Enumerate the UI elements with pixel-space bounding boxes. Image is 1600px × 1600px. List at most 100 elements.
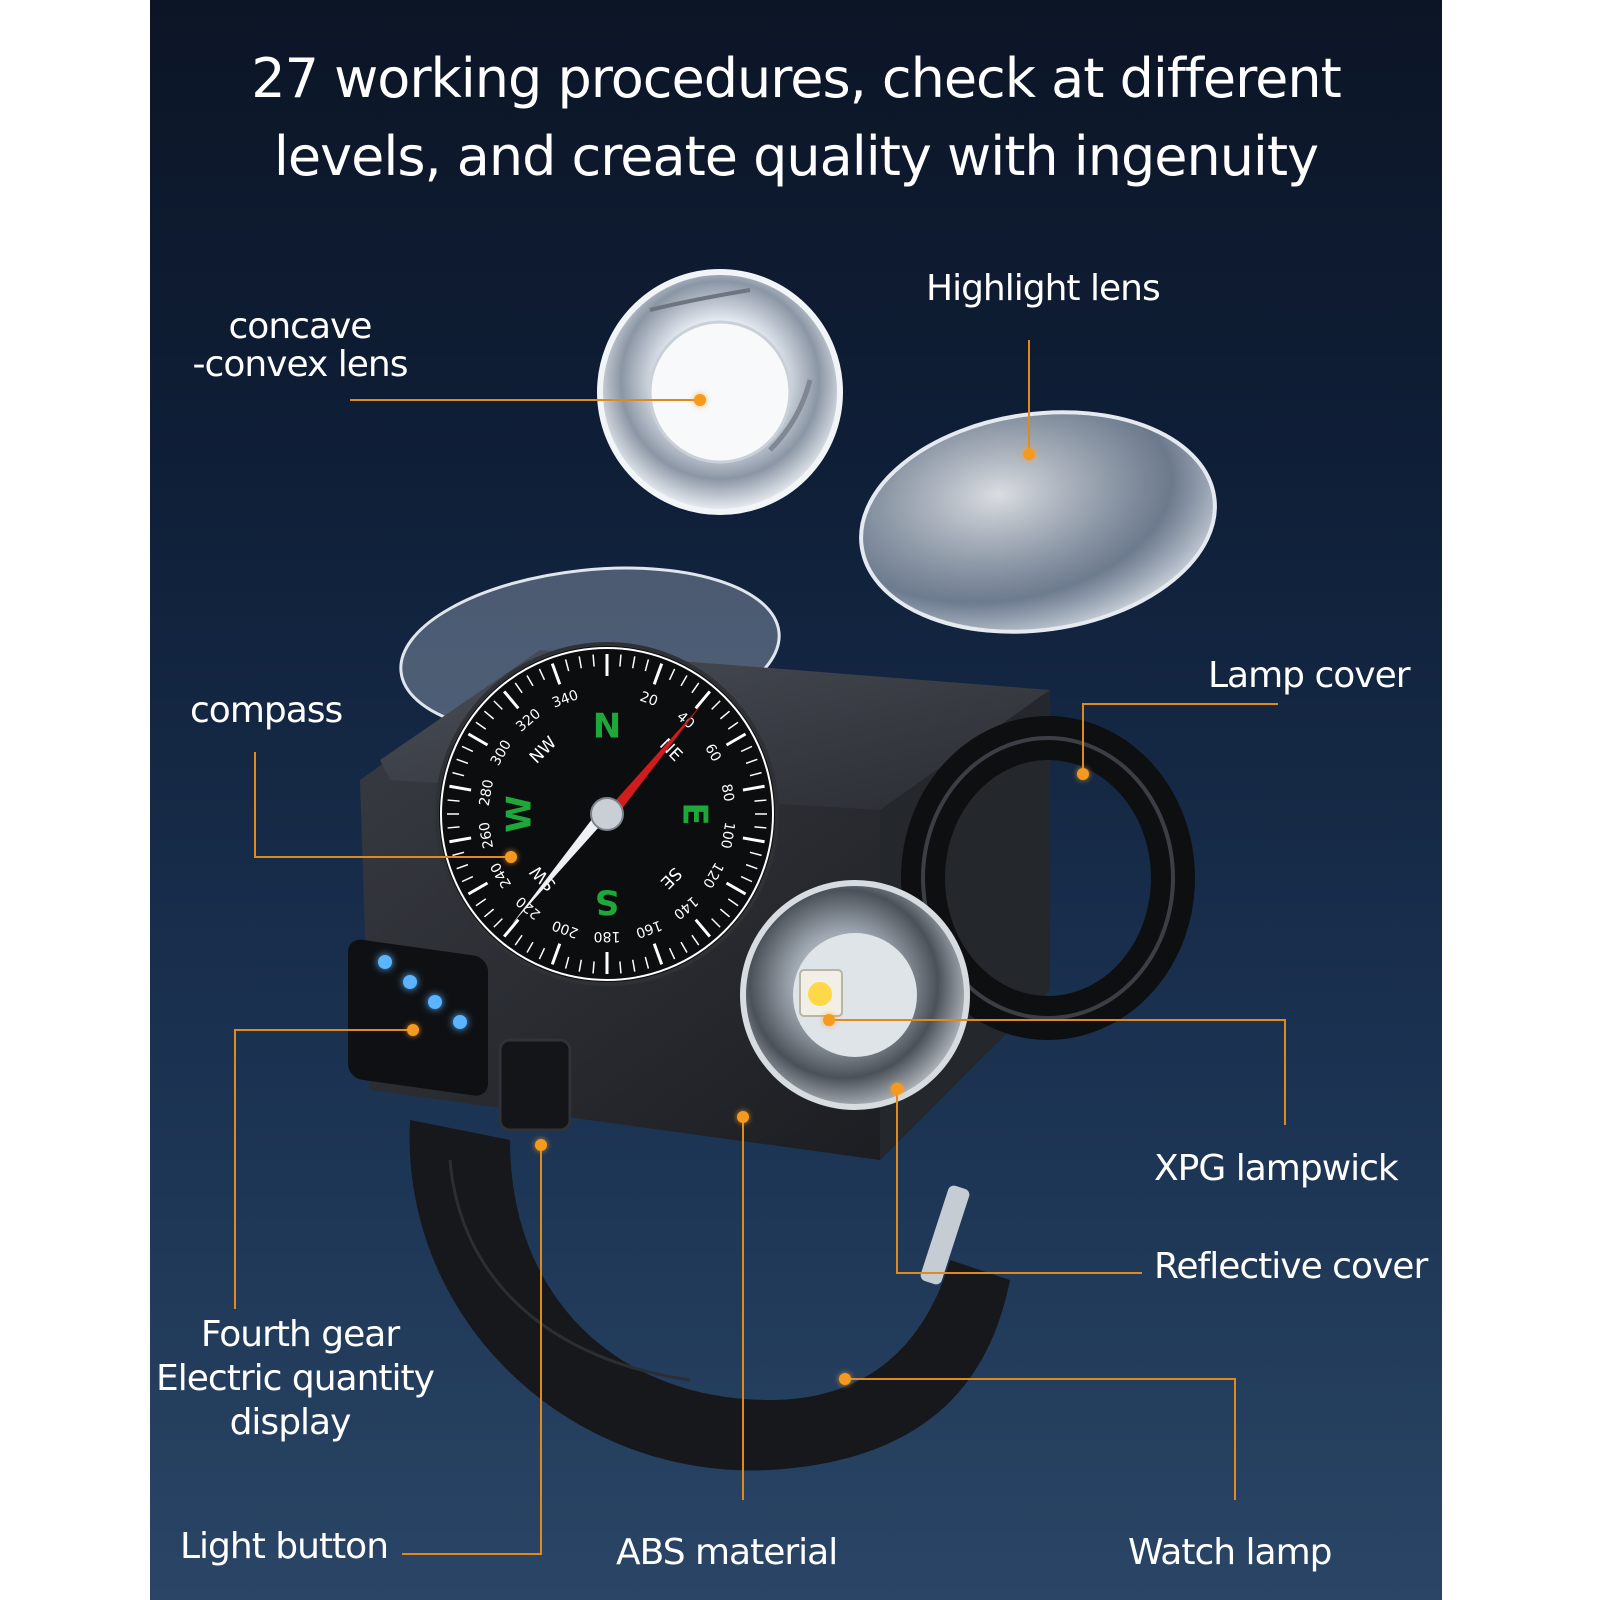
compass-tick	[711, 918, 721, 928]
compass-tick	[691, 682, 700, 694]
callout-line-xpg-lampwick-vertical	[1284, 1019, 1286, 1125]
compass-tick	[493, 918, 503, 928]
callout-line-fourth-gear-vertical	[234, 1029, 236, 1309]
compass-tick	[538, 668, 546, 681]
callout-dot-watch-lamp	[839, 1373, 851, 1385]
compass-degree-label: 60	[701, 741, 724, 764]
headline-line-2: levels, and create quality with ingenuit…	[273, 125, 1319, 188]
label-concave-convex-lens-1: concave	[228, 306, 373, 347]
compass-tick	[694, 690, 711, 710]
compass-degree-label: 100	[717, 821, 737, 850]
compass-cardinal-label: N	[593, 707, 621, 747]
label-fourth-gear-1: Fourth gear	[200, 1314, 400, 1355]
compass-tick	[668, 947, 676, 960]
compass-tick	[727, 721, 739, 730]
compass-tick	[538, 947, 546, 960]
compass-tick	[754, 799, 767, 802]
label-watch-lamp: Watch lamp	[1128, 1532, 1333, 1573]
compass-tick	[475, 898, 487, 907]
compass-tick	[461, 875, 474, 883]
compass-tick	[550, 943, 562, 965]
compass-tick	[447, 799, 460, 802]
compass-tick	[754, 826, 767, 829]
callout-dot-lamp-cover	[1077, 768, 1089, 780]
compass-tick	[727, 898, 739, 907]
compass-tick	[456, 758, 469, 765]
compass-tick	[475, 721, 487, 730]
label-reflective-cover: Reflective cover	[1154, 1246, 1428, 1287]
compass-degree-label: 80	[718, 783, 737, 803]
lamp-cover-illustration	[901, 716, 1195, 1040]
label-concave-convex-lens-2: -convex lens	[192, 344, 409, 385]
compass-degree-label: 260	[477, 821, 497, 850]
compass-tick	[452, 851, 465, 857]
compass-tick	[449, 784, 472, 792]
callout-line-xpg-lampwick-horizontal	[830, 1019, 1286, 1021]
label-fourth-gear-3: display	[229, 1402, 352, 1443]
compass-tick	[742, 784, 765, 792]
callout-line-highlight-lens	[1028, 340, 1030, 452]
callout-dot-concave-convex-lens	[694, 394, 706, 406]
label-abs-material: ABS material	[616, 1532, 838, 1573]
compass-tick	[483, 908, 495, 918]
concave-convex-lens-illustration	[597, 269, 843, 515]
compass-tick	[644, 659, 650, 672]
compass-tick	[680, 941, 688, 953]
compass-degree-label: 280	[477, 778, 497, 807]
highlight-lens-illustration	[859, 410, 1217, 634]
compass-tick	[564, 659, 570, 672]
callout-line-abs-material	[742, 1116, 744, 1500]
label-compass: compass	[190, 690, 343, 731]
compass-tick	[740, 875, 753, 883]
compass-cardinal-label: S	[595, 882, 620, 922]
compass-degree-label: 180	[594, 928, 621, 944]
label-fourth-gear-2: Electric quantity	[156, 1358, 435, 1399]
compass-tick	[456, 863, 469, 870]
compass-tick	[483, 710, 495, 720]
compass-tick	[719, 710, 731, 720]
compass-tick	[644, 956, 650, 969]
callout-dot-light-button	[535, 1139, 547, 1151]
label-highlight-lens: Highlight lens	[926, 268, 1161, 309]
compass-tick	[749, 851, 762, 857]
callout-dot-compass	[505, 851, 517, 863]
compass-tick	[749, 771, 762, 777]
callout-line-concave-convex-lens	[350, 399, 700, 401]
compass-cardinal-label: E	[675, 802, 715, 825]
watch-strap-illustration	[409, 1120, 1010, 1471]
compass-tick	[694, 918, 711, 938]
flashlight-head-illustration	[740, 880, 970, 1110]
callout-line-fourth-gear-horizontal	[234, 1029, 412, 1031]
callout-line-reflective-cover-horizontal	[896, 1272, 1142, 1274]
compass-cardinal-label: W	[500, 795, 540, 833]
compass-tick	[725, 881, 747, 896]
compass-tick	[631, 656, 636, 669]
battery-led-2	[403, 975, 417, 989]
compass-tick	[578, 656, 583, 669]
compass-tick	[745, 863, 758, 870]
callout-dot-fourth-gear	[407, 1024, 419, 1036]
compass-tick	[493, 700, 503, 710]
callout-line-lamp-cover-vertical	[1082, 703, 1084, 773]
callout-line-light-button-vertical	[540, 1144, 542, 1555]
compass-tick	[447, 826, 460, 829]
callout-dot-xpg-lampwick	[823, 1014, 835, 1026]
compass-tick	[711, 700, 721, 710]
label-light-button: Light button	[180, 1526, 389, 1567]
compass-tick	[619, 961, 622, 974]
compass-tick	[592, 654, 595, 667]
compass-dial: 2040608010012014016018020022024026028030…	[435, 642, 779, 986]
callout-line-lamp-cover-horizontal	[1082, 703, 1278, 705]
compass-tick	[467, 881, 489, 896]
callout-line-light-button-horizontal	[402, 1553, 542, 1555]
compass-tick	[452, 771, 465, 777]
compass-tick	[449, 836, 472, 844]
compass-tick	[592, 961, 595, 974]
compass-tick	[745, 758, 758, 765]
label-xpg-lampwick: XPG lampwick	[1154, 1148, 1399, 1189]
compass-tick	[619, 654, 622, 667]
battery-led-3	[428, 995, 442, 1009]
compass-tick	[631, 959, 636, 972]
compass-tick	[550, 663, 562, 685]
compass-tick	[514, 682, 523, 694]
